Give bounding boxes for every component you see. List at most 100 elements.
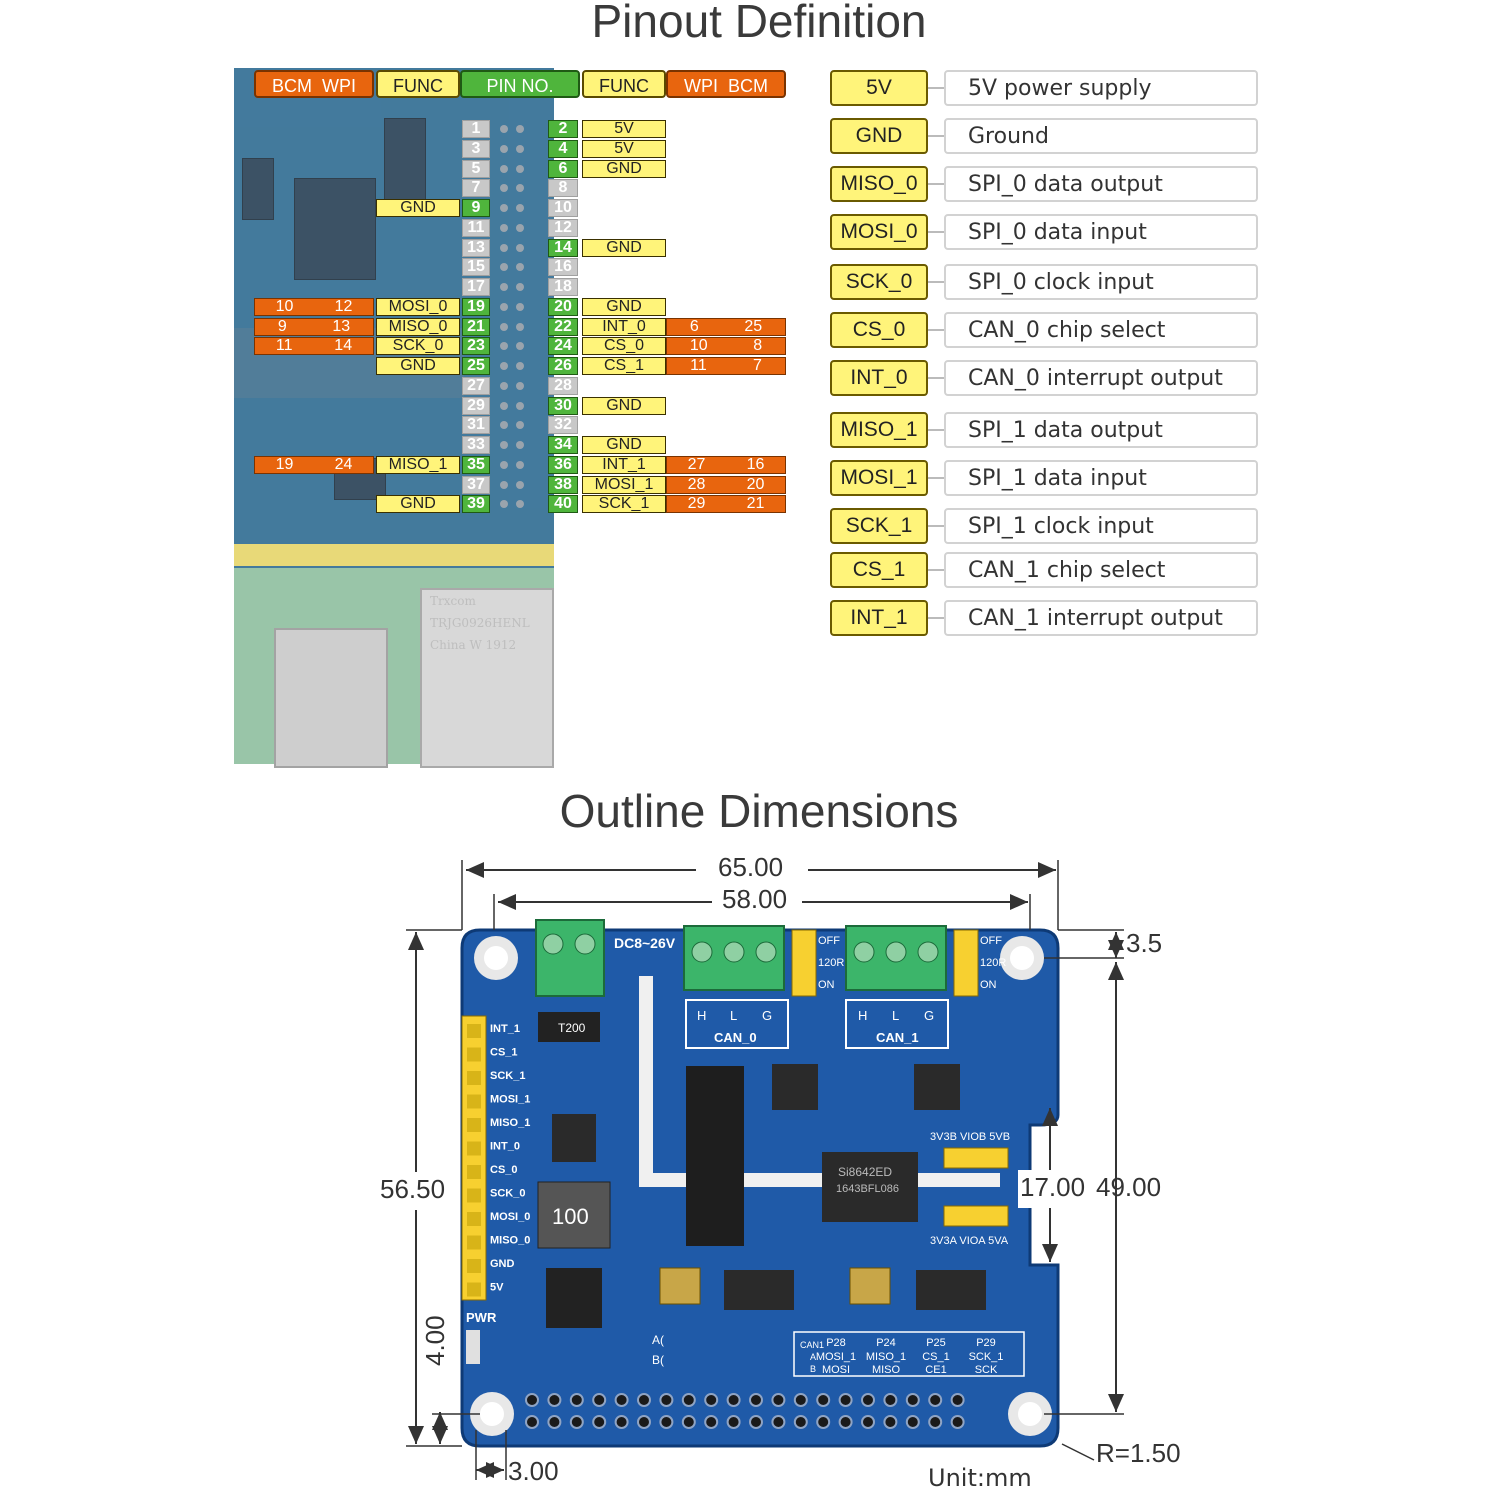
- config-table-cell: CE1: [925, 1364, 946, 1376]
- mount-hole: [470, 1392, 514, 1436]
- screw-icon: [917, 941, 939, 963]
- config-table: [793, 1331, 1025, 1377]
- config-table-side: B: [810, 1364, 816, 1374]
- diode: [546, 1268, 602, 1328]
- gpio-pin: [816, 1415, 831, 1429]
- pin-num-text: 20: [746, 475, 765, 493]
- screw-icon: [574, 933, 596, 955]
- config-table-text: P28MOSI_1MOSIP24MISO_1MISOP25CS_1CE1P29S…: [800, 1337, 1003, 1376]
- side-pin-label: MOSI_0: [490, 1211, 530, 1223]
- can1-l: L: [892, 1008, 899, 1023]
- legend-connector: [928, 377, 944, 379]
- side-header: [461, 1015, 487, 1301]
- legend-connector: [928, 231, 944, 233]
- mount-hole: [474, 936, 518, 980]
- side-pin-label: MISO_1: [490, 1117, 530, 1129]
- legend-key: MOSI_1: [830, 460, 928, 496]
- pin-right-func: GND: [582, 436, 666, 454]
- pin-dot: [500, 164, 508, 173]
- crystal: [659, 1267, 701, 1305]
- side-pin-label: INT_1: [490, 1023, 520, 1035]
- pin-right-number: 32: [548, 416, 578, 435]
- vio-bottom-label: 3V3A VIOA 5VA: [930, 1235, 1009, 1247]
- header-wpi-bcm-right: WPI BCM: [666, 70, 786, 98]
- pin-right-number: 28: [548, 376, 578, 395]
- gpio-pin: [905, 1393, 920, 1407]
- outline-title: Outline Dimensions: [559, 785, 959, 837]
- main-chip-text-2: 1643BFL086: [836, 1183, 899, 1195]
- gpio-pin: [793, 1393, 808, 1407]
- inductor-label: 100: [552, 1204, 589, 1229]
- can0-l: L: [730, 1008, 737, 1023]
- pin-dot: [500, 263, 508, 272]
- mount-hole: [1008, 1392, 1052, 1436]
- legend-key: 5V: [830, 70, 928, 106]
- config-table-cell: MOSI_1: [816, 1351, 856, 1363]
- legend-desc: CAN_1 chip select: [944, 552, 1258, 588]
- pin-right-number: 18: [548, 278, 578, 296]
- side-pin: [467, 1118, 481, 1132]
- pin-left-number: 13: [462, 238, 490, 257]
- gpio-pin: [704, 1415, 719, 1429]
- pin-dot: [516, 125, 524, 133]
- pin-right-number: 34: [548, 436, 578, 454]
- dim-left-offset: 3.00: [508, 1456, 559, 1486]
- side-pin-label: CS_1: [490, 1047, 518, 1059]
- can0-h: H: [697, 1008, 706, 1023]
- pin-num-text: 12: [334, 297, 353, 315]
- mcp-chip-1: [916, 1270, 986, 1310]
- pwr-led: [466, 1330, 480, 1364]
- legend-key: SCK_0: [830, 264, 928, 300]
- legend-connector: [928, 525, 944, 527]
- pin-right-func: GND: [582, 297, 666, 316]
- pin-dot: [500, 500, 508, 509]
- legend-key: CS_1: [830, 552, 928, 588]
- gpio-pin: [749, 1393, 763, 1407]
- bc-label: B(: [652, 1353, 664, 1367]
- pin-dot: [516, 460, 524, 469]
- gpio-pin: [547, 1415, 562, 1429]
- jumper-120r: 120R: [980, 957, 1006, 969]
- pin-dot: [500, 243, 508, 252]
- pin-dot: [500, 204, 508, 212]
- pin-dot: [500, 460, 508, 469]
- legend-connector: [928, 329, 944, 331]
- side-pin: [467, 1141, 481, 1156]
- gpio-pin: [771, 1393, 786, 1407]
- pin-num-text: 11: [690, 357, 707, 374]
- side-pin-label: INT_0: [490, 1141, 520, 1153]
- can-chip-0: [772, 1064, 818, 1110]
- gpio-pin: [928, 1393, 943, 1407]
- gpio-pin: [950, 1393, 965, 1407]
- pin-left-number: 17: [462, 278, 490, 296]
- header-pin-no: PIN NO.: [460, 70, 580, 98]
- pin-dot: [516, 421, 524, 430]
- power-terminal: [535, 919, 605, 997]
- pin-right-number: 24: [548, 337, 578, 356]
- side-pin: [467, 1235, 481, 1250]
- header-func-right: FUNC: [582, 70, 666, 98]
- gpio-pin: [637, 1415, 651, 1429]
- pin-right-number: 36: [548, 455, 578, 474]
- gpio-pin: [681, 1415, 696, 1429]
- dim-label-bg: [1018, 1170, 1094, 1208]
- side-pin: [467, 1024, 481, 1038]
- gpio-pin: [861, 1415, 875, 1429]
- pin-left-number: 33: [462, 436, 490, 454]
- pin-right-func: GND: [582, 396, 666, 415]
- can1-h: H: [858, 1008, 867, 1023]
- gpio-pin: [793, 1415, 808, 1429]
- pin-left-func: GND: [376, 199, 460, 217]
- pin-right-func: INT_0: [582, 317, 666, 336]
- jumper-off: OFF: [980, 935, 1002, 947]
- can1-label: CAN_1: [876, 1030, 919, 1045]
- unit-note: Unit:mm: [928, 1464, 1032, 1492]
- pin-dot: [516, 362, 524, 370]
- gpio-pin: [525, 1393, 539, 1407]
- pin-dot: [516, 243, 524, 252]
- legend-desc: CAN_0 chip select: [944, 312, 1258, 348]
- pin-dot: [500, 480, 508, 489]
